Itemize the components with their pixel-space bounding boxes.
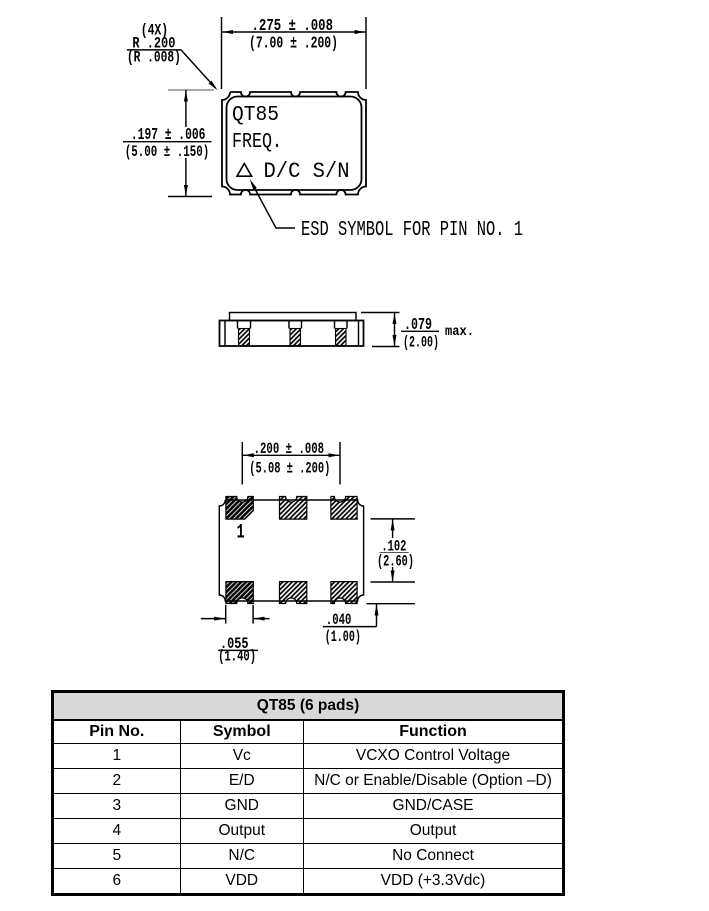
svg-text:ESD SYMBOL FOR PIN NO. 1: ESD SYMBOL FOR PIN NO. 1	[301, 219, 523, 242]
svg-text:max.: max.	[445, 324, 474, 340]
svg-text:(4X): (4X)	[141, 22, 169, 40]
svg-text:.200 ± .008: .200 ± .008	[254, 440, 325, 458]
svg-text:(7.00 ± .200): (7.00 ± .200)	[249, 34, 338, 53]
svg-text:(5.00 ± .150): (5.00 ± .150)	[125, 143, 210, 161]
svg-text:.102: .102	[381, 537, 406, 555]
svg-text:.040: .040	[326, 611, 352, 629]
svg-text:FREQ.: FREQ.	[232, 131, 282, 154]
svg-text:(R .008): (R .008)	[127, 48, 181, 66]
svg-text:(1.00): (1.00)	[325, 628, 361, 646]
svg-text:QT85: QT85	[232, 104, 279, 127]
svg-text:D/C S/N: D/C S/N	[264, 159, 350, 184]
svg-text:(5.08 ± .200): (5.08 ± .200)	[249, 459, 330, 477]
svg-text:.079: .079	[404, 315, 432, 334]
svg-text:(2.60): (2.60)	[377, 552, 414, 570]
svg-text:.275 ± .008: .275 ± .008	[252, 16, 334, 35]
svg-text:.197 ± .006: .197 ± .006	[131, 125, 206, 144]
svg-text:1: 1	[237, 522, 245, 545]
svg-text:R .200: R .200	[132, 35, 175, 53]
svg-text:.055: .055	[220, 635, 249, 653]
svg-text:(2.00): (2.00)	[403, 333, 439, 351]
svg-text:(1.40): (1.40)	[218, 648, 256, 666]
